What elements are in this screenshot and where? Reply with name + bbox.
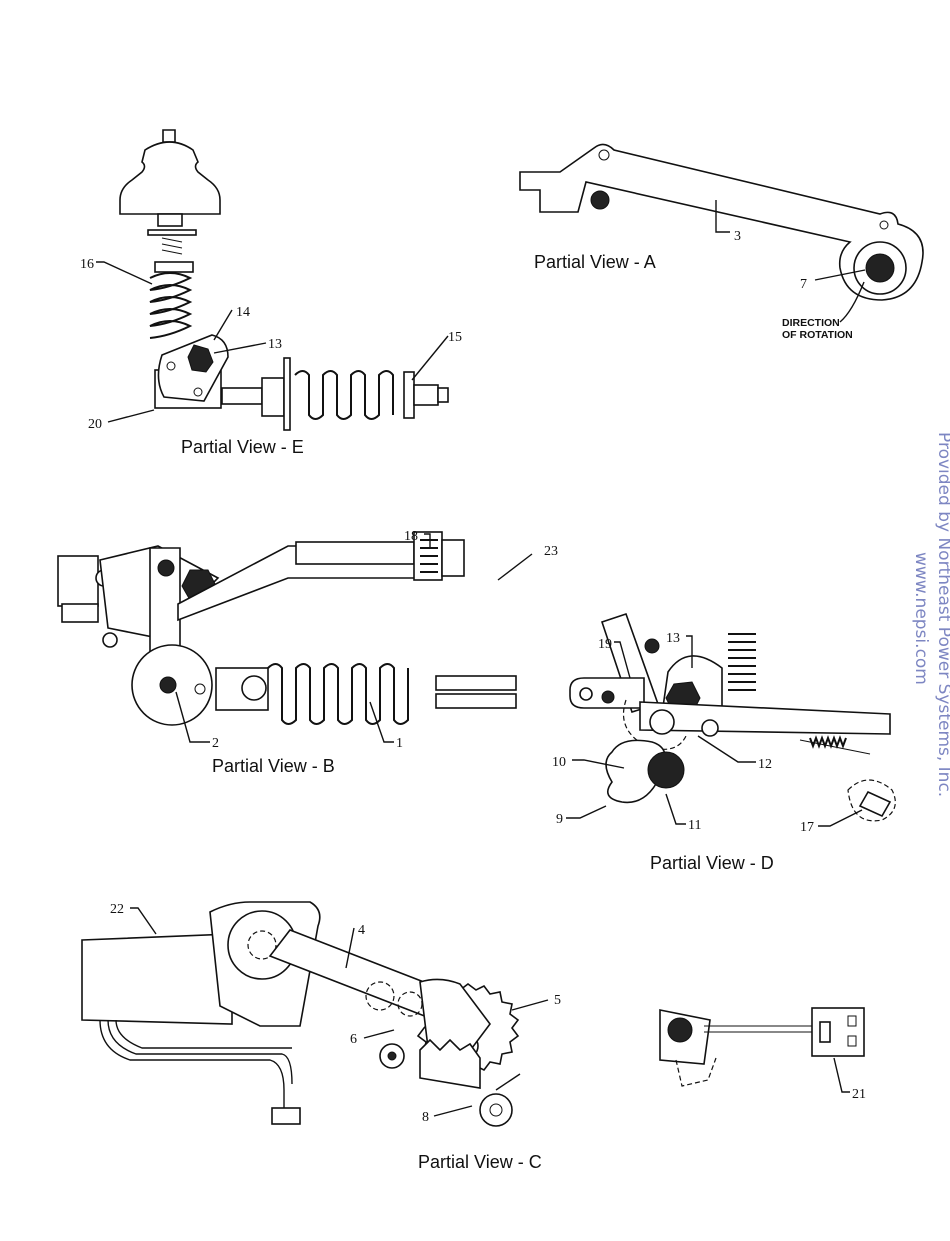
callout-10: 10	[552, 755, 566, 770]
caption-view-c: Partial View - C	[418, 1152, 542, 1172]
callout-7: 7	[800, 277, 807, 292]
callout-5: 5	[554, 993, 561, 1008]
direction-label-line1: DIRECTION	[782, 317, 840, 329]
callout-1: 1	[396, 736, 403, 751]
spring-d	[728, 634, 756, 690]
caption-view-e: Partial View - E	[181, 437, 304, 457]
callout-22: 22	[110, 902, 124, 917]
partial-view-b: 18 23 2 1 Partial View - B	[58, 529, 558, 776]
callout-3: 3	[734, 229, 741, 244]
motor-22	[82, 934, 232, 1024]
callout-9: 9	[556, 812, 563, 827]
watermark-line1: Provided by Northeast Power Systems, Inc…	[934, 432, 950, 797]
callout-2: 2	[212, 736, 219, 751]
callout-13-d: 13	[666, 631, 680, 646]
callout-6: 6	[350, 1032, 357, 1047]
callout-15: 15	[448, 330, 462, 345]
callout-20: 20	[88, 417, 102, 432]
partial-view-c: 22 4 5 6 8 Partial View - C	[82, 902, 561, 1172]
callout-21: 21	[852, 1087, 866, 1102]
partial-view-d: 19 13 10 12 9 11 17 Partial View - D	[552, 614, 895, 873]
spring-15	[295, 371, 393, 419]
caption-view-a: Partial View - A	[534, 252, 656, 272]
callout-19: 19	[598, 637, 612, 652]
spring-16	[150, 273, 190, 338]
callout-23: 23	[544, 544, 558, 559]
partial-view-e: 16 14 13 15 20 Partial View - E	[80, 130, 462, 457]
watermark-line2: www.nepsi.com	[911, 552, 931, 685]
callout-12: 12	[758, 757, 772, 772]
callout-17: 17	[800, 820, 814, 835]
callout-13: 13	[268, 337, 282, 352]
caption-view-b: Partial View - B	[212, 756, 335, 776]
callout-11: 11	[688, 818, 701, 833]
callout-18: 18	[404, 529, 418, 544]
spring-1	[268, 664, 408, 724]
callout-4: 4	[358, 923, 365, 938]
partial-view-21: 21	[660, 1008, 866, 1102]
callout-16: 16	[80, 257, 94, 272]
callout-8: 8	[422, 1110, 429, 1125]
partial-view-a: 3 7 DIRECTION OF ROTATION Partial View -…	[520, 144, 923, 341]
caption-view-d: Partial View - D	[650, 853, 774, 873]
watermark: Provided by Northeast Power Systems, Inc…	[911, 432, 950, 797]
direction-label-line2: OF ROTATION	[782, 329, 853, 341]
callout-14: 14	[236, 305, 250, 320]
